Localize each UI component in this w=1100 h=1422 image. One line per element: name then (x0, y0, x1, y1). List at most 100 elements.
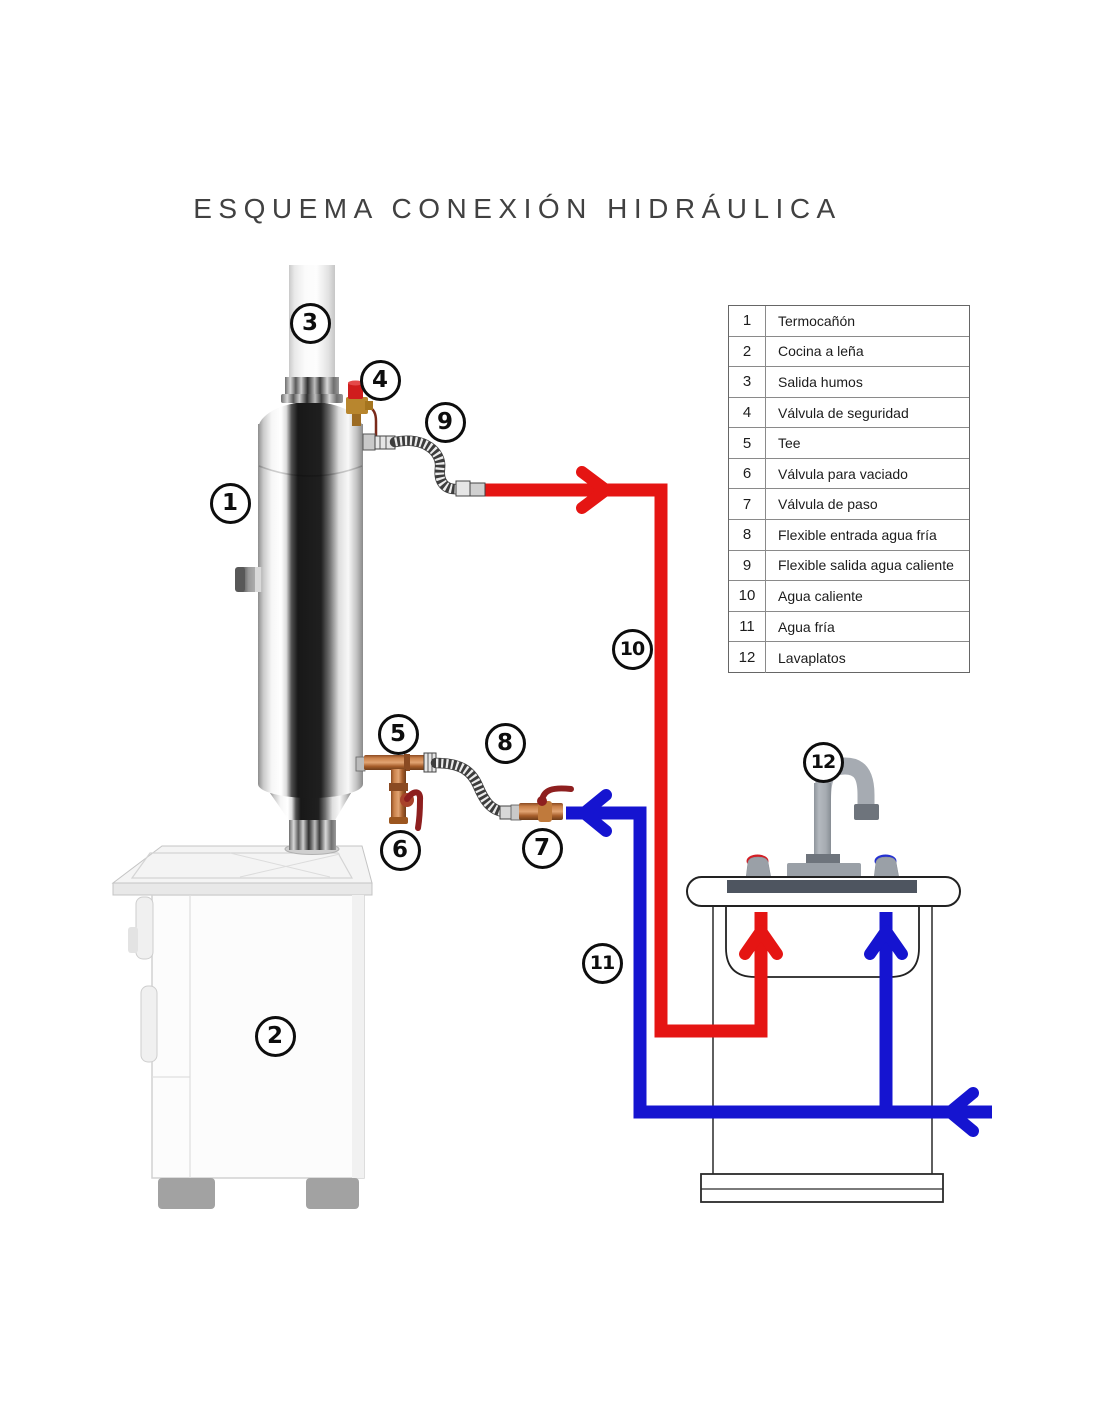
legend-row: 2 Cocina a leña (729, 336, 969, 368)
legend-label: Termocañón (778, 312, 856, 329)
legend-label: Válvula de seguridad (778, 404, 909, 421)
legend-table: 1 Termocañón 2 Cocina a leña 3 Salida hu… (728, 305, 970, 673)
stove-hotplate-outline (130, 852, 354, 879)
legend-num: 6 (729, 458, 766, 489)
hose9-hot-outlet-hose (389, 435, 464, 495)
marker-8: 8 (484, 722, 526, 764)
hose9-end-fitting (455, 480, 471, 497)
shutoff-valve-center (538, 801, 552, 822)
legend-row: 1 Termocañón (729, 306, 969, 337)
tank-body (258, 424, 363, 784)
tank-cone-bottom (270, 793, 351, 822)
legend-num: 5 (729, 428, 766, 458)
chimney-collar-flange (281, 394, 343, 403)
legend-num: 7 (729, 489, 766, 520)
page-title: ESQUEMA CONEXIÓN HIDRÁULICA (193, 193, 842, 224)
cold-flow-arrow-left (578, 789, 612, 837)
tee-coupling (404, 754, 410, 771)
sink-cabinet-plinth (700, 1173, 944, 1203)
faucet (745, 757, 900, 879)
legend-num: 11 (729, 611, 766, 642)
drain-outlet-cap (389, 817, 408, 824)
marker-11: 11 (581, 942, 623, 984)
stove-door-handle-top (135, 896, 154, 960)
stove-hotplate-lines (229, 852, 341, 878)
sink-counter-band (727, 880, 917, 893)
termocanon-tank (235, 265, 378, 850)
legend-row: 6 Válvula para vaciado (729, 458, 969, 490)
safety-valve-body (346, 397, 368, 414)
shutoff-valve-lever (539, 785, 574, 803)
legend-label: Agua caliente (778, 587, 863, 604)
safety-valve-side-nut (365, 401, 373, 410)
legend-num: 4 (729, 397, 766, 428)
shutoff-valve (510, 785, 574, 822)
legend-label: Lavaplatos (778, 649, 846, 666)
legend-num: 1 (729, 306, 766, 336)
tank-tee-flange (355, 756, 366, 772)
legend-row: 3 Salida humos (729, 367, 969, 398)
tank-bottom-stub (289, 820, 336, 850)
legend-row: 7 Válvula de paso (729, 489, 969, 521)
stove-top-edge (112, 882, 373, 896)
hose9-tank-fitting (362, 433, 376, 451)
flex-hoses (362, 433, 513, 820)
stove-side-shade (352, 895, 364, 1178)
legend-label: Válvula de paso (778, 496, 878, 513)
legend-row: 11 Agua fría (729, 611, 969, 643)
legend-row: 12 Lavaplatos (729, 642, 969, 673)
legend-label: Cocina a leña (778, 343, 864, 360)
legend-label: Tee (778, 435, 801, 452)
legend-num: 3 (729, 367, 766, 397)
tank-left-outlet-ring (255, 567, 261, 592)
marker-2: 2 (254, 1015, 296, 1057)
hose9-corrugation (394, 436, 459, 494)
tank-left-outlet-cap (235, 567, 245, 592)
safety-valve-cap-top (348, 380, 363, 386)
chimney-collar (285, 377, 339, 397)
safety-valve-stem (352, 412, 361, 426)
marker-4: 4 (359, 359, 401, 401)
hot-flow-arrow-up (739, 925, 783, 960)
stove-door-handle-bottom (140, 985, 158, 1063)
hot-flow-arrow-right (576, 466, 612, 514)
drain-valve-lever (404, 789, 424, 831)
stove-panel-lines (152, 895, 191, 1178)
tee-and-drain-valve (355, 754, 426, 831)
tee-vertical-coupling (389, 783, 408, 791)
marker-12: 12 (802, 741, 844, 783)
marker-7: 7 (521, 827, 563, 869)
legend-row: 8 Flexible entrada agua fría (729, 520, 969, 551)
legend-label: Válvula para vaciado (778, 465, 908, 482)
wood-stove (111, 843, 373, 1209)
legend-row: 5 Tee (729, 428, 969, 459)
faucet-riser (814, 783, 831, 863)
legend-num: 12 (729, 642, 766, 673)
legend-label: Salida humos (778, 373, 863, 390)
legend-label: Flexible salida agua caliente (778, 557, 954, 574)
safety-valve-red-cap (348, 382, 363, 399)
stove-foot-right (306, 1178, 359, 1209)
cold-knob (873, 856, 900, 879)
marker-10: 10 (611, 628, 653, 670)
marker-9: 9 (424, 401, 466, 443)
faucet-spout-tip (854, 804, 879, 820)
hot-knob (745, 856, 772, 879)
sink-unit (686, 757, 961, 1203)
cold-water-pipe (566, 806, 992, 1119)
pipes (484, 466, 992, 1137)
cold-flow-arrow-up (864, 925, 908, 960)
legend-row: 10 Agua caliente (729, 581, 969, 612)
marker-1: 1 (209, 482, 251, 524)
hose9-end-nut (469, 482, 486, 497)
tank-weld-seam (258, 465, 363, 477)
legend-row: 4 Válvula de seguridad (729, 397, 969, 429)
tee-vertical (391, 769, 406, 823)
legend-num: 2 (729, 336, 766, 367)
hose8-corrugation (435, 758, 505, 817)
cold-inlet-arrow (944, 1087, 979, 1137)
legend-num: 10 (729, 581, 766, 611)
legend-num: 8 (729, 520, 766, 550)
